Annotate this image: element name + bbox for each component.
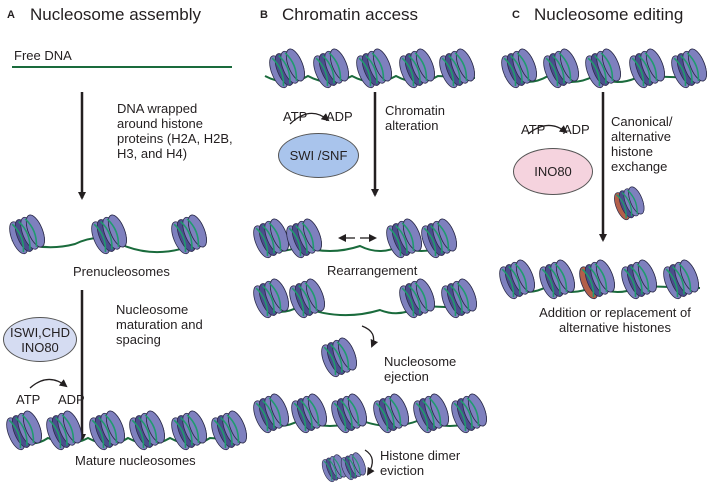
panel-b-title: Chromatin access bbox=[282, 5, 419, 24]
prenucleosomes-label: Prenucleosomes bbox=[73, 264, 170, 279]
nucleosome bbox=[373, 393, 409, 434]
nucleosome bbox=[621, 259, 657, 300]
nucleosome bbox=[671, 48, 707, 89]
panel-b-atp-adp-arrow bbox=[289, 112, 330, 125]
alternative-nucleosome bbox=[614, 186, 645, 221]
nucleosome bbox=[9, 214, 45, 255]
nucleosome bbox=[629, 48, 665, 89]
nucleosome bbox=[91, 214, 127, 255]
panel-b-atp-label: ATP bbox=[283, 109, 308, 124]
nucleosome bbox=[129, 410, 165, 451]
panel-a-atp-adp-arrow bbox=[29, 378, 68, 389]
nucleosome bbox=[413, 393, 449, 434]
nucleosome bbox=[89, 410, 125, 451]
nucleosome bbox=[499, 259, 535, 300]
nucleosome bbox=[253, 393, 289, 434]
nucleosome bbox=[313, 48, 349, 89]
nucleosome bbox=[421, 218, 457, 259]
nucleosome bbox=[269, 48, 305, 89]
nucleosome bbox=[211, 410, 247, 451]
chromatin-alteration-label: Chromatin alteration bbox=[385, 103, 445, 133]
swi-snf-remodeler: SWI /SNF bbox=[278, 133, 359, 178]
nucleosome bbox=[6, 410, 42, 451]
nucleosome bbox=[291, 393, 327, 434]
nucleosome-ejection-label: Nucleosome ejection bbox=[384, 354, 457, 384]
nucleosome bbox=[289, 278, 325, 319]
nucleosome bbox=[253, 278, 289, 319]
nucleosome bbox=[399, 278, 435, 319]
nucleosome bbox=[585, 48, 621, 89]
free-dna-label: Free DNA bbox=[14, 48, 72, 63]
histone-dimer-eviction-label: Histone dimer eviction bbox=[380, 448, 461, 478]
eviction-arrow bbox=[364, 449, 375, 476]
nucleosome bbox=[441, 278, 477, 319]
nucleosome bbox=[171, 214, 207, 255]
ejection-arrow bbox=[361, 325, 379, 348]
nucleosome bbox=[253, 218, 289, 259]
nucleosome bbox=[340, 452, 366, 481]
nucleosome bbox=[356, 48, 392, 89]
alternative-nucleosome bbox=[579, 259, 615, 300]
nucleosome bbox=[171, 410, 207, 451]
nucleosome bbox=[543, 48, 579, 89]
step1-label: DNA wrapped around histone proteins (H2A… bbox=[117, 101, 233, 161]
nucleosome bbox=[451, 393, 487, 434]
nucleosome bbox=[286, 218, 322, 259]
nucleosome bbox=[386, 218, 422, 259]
dna-strand bbox=[257, 304, 471, 317]
nucleosome bbox=[539, 259, 575, 300]
panel-c-adp-label: ADP bbox=[563, 122, 590, 137]
histone-exchange-label: Canonical/ alternative histone exchange bbox=[611, 114, 673, 174]
nucleosome bbox=[46, 410, 82, 451]
panel-c-letter: C bbox=[512, 9, 520, 21]
step2-label: Nucleosome maturation and spacing bbox=[116, 302, 203, 347]
panel-c-title: Nucleosome editing bbox=[534, 5, 684, 24]
panel-b-adp-label: ADP bbox=[326, 109, 353, 124]
panel-b-letter: B bbox=[260, 9, 268, 21]
panel-a-letter: A bbox=[7, 9, 15, 21]
nucleosome bbox=[501, 48, 537, 89]
panel-c-atp-adp-arrow bbox=[527, 124, 568, 135]
panel-a-adp-label: ADP bbox=[58, 392, 85, 407]
nucleosome bbox=[439, 48, 475, 89]
panel-a-title: Nucleosome assembly bbox=[30, 5, 202, 24]
nucleosome bbox=[331, 393, 367, 434]
ino80-remodeler: INO80 bbox=[513, 148, 593, 195]
nucleosome bbox=[321, 337, 357, 378]
mature-nucleosomes-label: Mature nucleosomes bbox=[75, 453, 196, 468]
nucleosome bbox=[399, 48, 435, 89]
rearrangement-label: Rearrangement bbox=[327, 263, 418, 278]
panel-a-atp-label: ATP bbox=[16, 392, 41, 407]
panel-c-atp-label: ATP bbox=[521, 122, 546, 137]
alternative-histones-label: Addition or replacement of alternative h… bbox=[539, 305, 691, 335]
iswi-chd-ino80-remodeler: ISWI,CHD INO80 bbox=[3, 317, 77, 362]
nucleosome bbox=[663, 259, 699, 300]
